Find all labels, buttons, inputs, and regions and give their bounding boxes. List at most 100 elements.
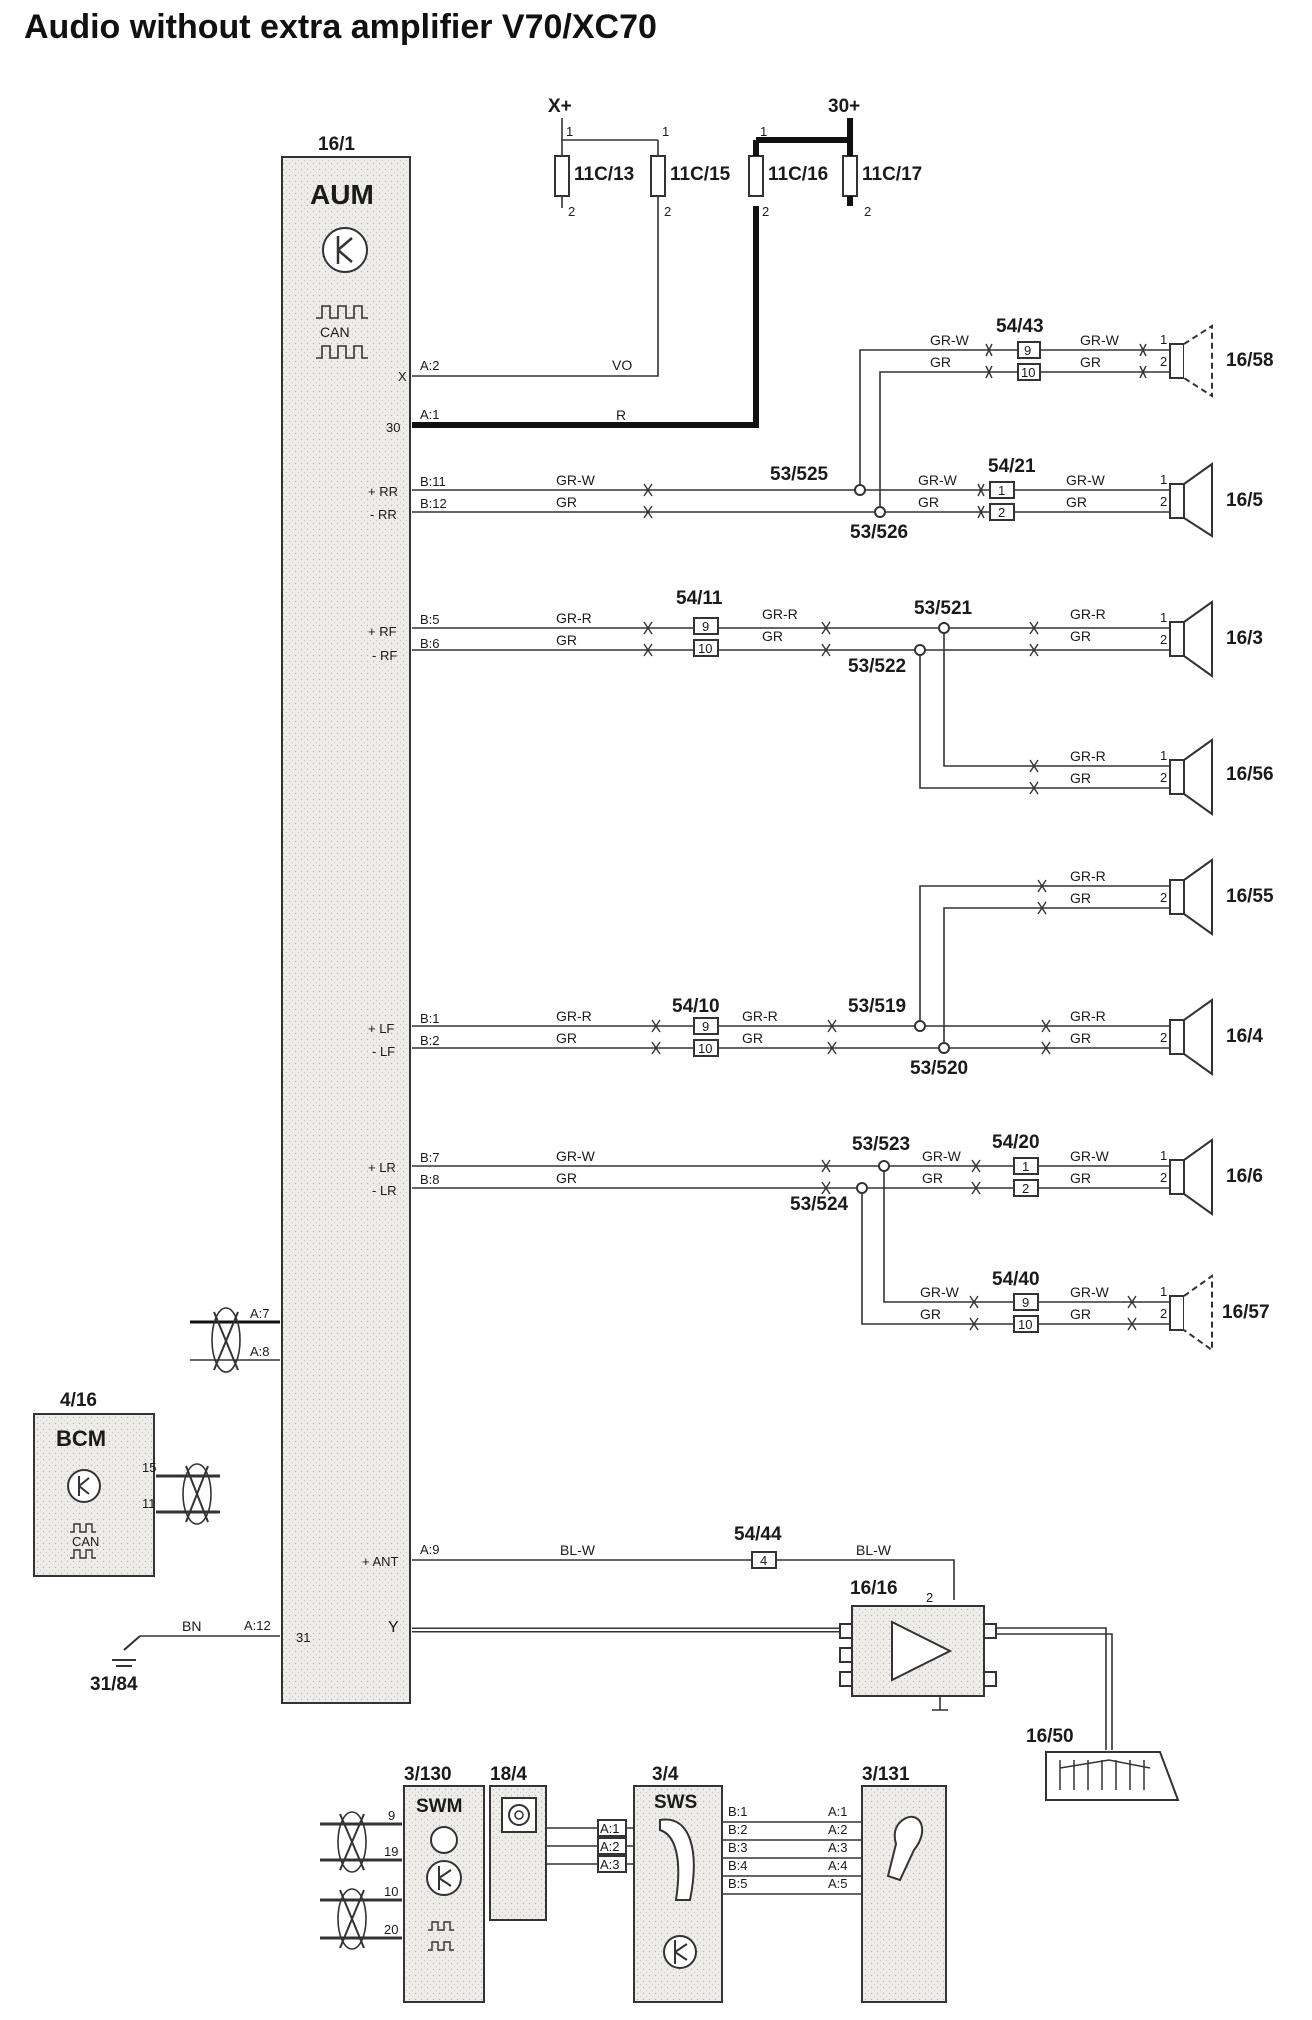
pin-label: 1 [1160, 610, 1167, 625]
connector-label: 54/40 [992, 1269, 1040, 1290]
aum-module: 16/1 AUM CAN X A:2 30 A:1 + RR B:11 - RR… [244, 134, 447, 1704]
control-unit-icon [430, 1826, 458, 1854]
wire-color: GR-R [556, 610, 592, 626]
connector-label: 54/20 [992, 1132, 1040, 1153]
pin-label: B:1 [728, 1804, 748, 1819]
wire-color: GR [1070, 770, 1091, 786]
fuse-label: 11C/13 [574, 164, 634, 185]
rear-right-circuit: GR-W GR GR-W GR GR-W GR GR-W GR GR-W GR … [412, 316, 1274, 543]
wire-color: GR-R [1070, 1008, 1106, 1024]
pin-name: - LR [372, 1183, 397, 1198]
speaker-16-4: 2 16/4 [1160, 998, 1263, 1076]
pin-label: 1 [1160, 472, 1167, 487]
pin-id: A:8 [250, 1344, 270, 1359]
pin-label: 9 [1022, 1295, 1029, 1310]
speaker-16-5: 1 2 16/5 [1160, 462, 1263, 538]
wire-color: GR [1070, 1170, 1091, 1186]
pin-label: 1 [662, 124, 669, 139]
supply-xplus-label: X+ [548, 96, 572, 117]
speaker-16-3: 1 2 16/3 [1160, 600, 1263, 678]
wire-color: GR [556, 494, 577, 510]
switch-id: 3/131 [862, 1764, 910, 1785]
pin-label: 2 [1160, 494, 1167, 509]
pin-label: 1 [1160, 1148, 1167, 1163]
splice-label: 53/526 [850, 522, 908, 543]
fuse-label: 11C/15 [670, 164, 731, 185]
splice-label: 53/521 [914, 598, 973, 619]
left-rear-circuit: GR-W GR GR-W GR GR-W GR GR-W GR GR-W GR … [412, 1132, 1270, 1352]
pin-id: B:6 [420, 636, 440, 651]
speaker-16-57: 1 2 16/57 [1160, 1274, 1270, 1352]
connector-54-11: 54/11 9 10 [676, 588, 723, 657]
connector-label: 54/43 [996, 316, 1044, 337]
wire-color: GR-R [1070, 606, 1106, 622]
wire-color: GR [1070, 628, 1091, 644]
pin-label: A:2 [828, 1822, 848, 1837]
pin-label: 2 [1160, 632, 1167, 647]
stalk-switch-icon [659, 1818, 695, 1901]
pin-name: + RR [368, 484, 398, 499]
sws-name: SWS [654, 1792, 697, 1813]
pin-label: 1 [566, 124, 573, 139]
swm-id: 3/130 [404, 1764, 452, 1785]
pin-label: 4 [760, 1553, 767, 1568]
pin-label: 2 [1160, 1030, 1167, 1045]
pin-label: A:3 [600, 1857, 620, 1872]
sws-id: 3/4 [652, 1764, 679, 1785]
pin-label: 1 [760, 124, 767, 139]
pin-id: A:2 [420, 358, 440, 373]
twisted-pair-left [190, 1307, 280, 1373]
pin-id: A:12 [244, 1618, 271, 1633]
pin-id: B:7 [420, 1150, 440, 1165]
wire-color: GR [556, 1030, 577, 1046]
wire-color: GR-R [742, 1008, 778, 1024]
pin-label: 2 [1160, 1306, 1167, 1321]
bcm-id: 4/16 [60, 1390, 97, 1411]
pin-label: 20 [384, 1922, 398, 1937]
splice-point [914, 644, 926, 656]
speaker-label: 16/58 [1226, 350, 1274, 371]
speaker-label: 16/55 [1226, 886, 1274, 907]
clock-spring-18-4: 18/4 [489, 1764, 547, 1921]
pin-label: 19 [384, 1844, 398, 1859]
pin-label: 2 [1160, 770, 1167, 785]
wire-color: GR [1066, 494, 1087, 510]
pin-label: 2 [1022, 1181, 1029, 1196]
pin-name: + LR [368, 1160, 396, 1175]
connector-54-43: 54/43 9 10 [996, 316, 1044, 381]
fuse-11c15: 1 2 11C/15 [650, 124, 731, 219]
wire-color: GR-W [920, 1284, 960, 1300]
splice-label: 53/520 [910, 1058, 968, 1079]
wire-color: GR-W [556, 472, 596, 488]
pin-label: 10 [384, 1884, 398, 1899]
pin-label: 2 [1160, 1170, 1167, 1185]
wire-color: VO [612, 357, 632, 373]
splice-point [874, 506, 886, 518]
control-unit-icon [322, 227, 368, 273]
pin-label: 1 [998, 483, 1005, 498]
amp-label: 16/16 [850, 1578, 898, 1599]
pin-label: A:2 [600, 1839, 620, 1854]
wire-color: GR-W [1070, 1284, 1110, 1300]
wire-color: BN [182, 1618, 201, 1634]
connector-54-20: 54/20 1 2 [992, 1132, 1040, 1197]
wire-color: GR [1080, 354, 1101, 370]
splice-point [938, 1042, 950, 1054]
pin-id: B:2 [420, 1033, 440, 1048]
diagram-title: Audio without extra amplifier V70/XC70 [24, 8, 657, 46]
pin-label: 2 [864, 204, 871, 219]
pin-id: B:8 [420, 1172, 440, 1187]
pin-label: 9 [702, 619, 709, 634]
pin-label: 11 [142, 1496, 156, 1511]
pin-id: A:7 [250, 1306, 270, 1321]
swm-name: SWM [416, 1796, 462, 1817]
wire-color: GR [930, 354, 951, 370]
antenna-amplifier-16-16: 16/16 2 [839, 1578, 997, 1711]
bcm-name: BCM [56, 1426, 106, 1451]
pin-label: B:2 [728, 1822, 748, 1837]
left-front-circuit: GR-R GR GR-R GR GR-R GR GR-R GR 54/10 9 … [412, 858, 1274, 1079]
splice-point [878, 1160, 890, 1172]
control-unit-icon [67, 1469, 101, 1503]
pin-name: 31 [296, 1630, 310, 1645]
pin-label: 2 [1160, 890, 1167, 905]
